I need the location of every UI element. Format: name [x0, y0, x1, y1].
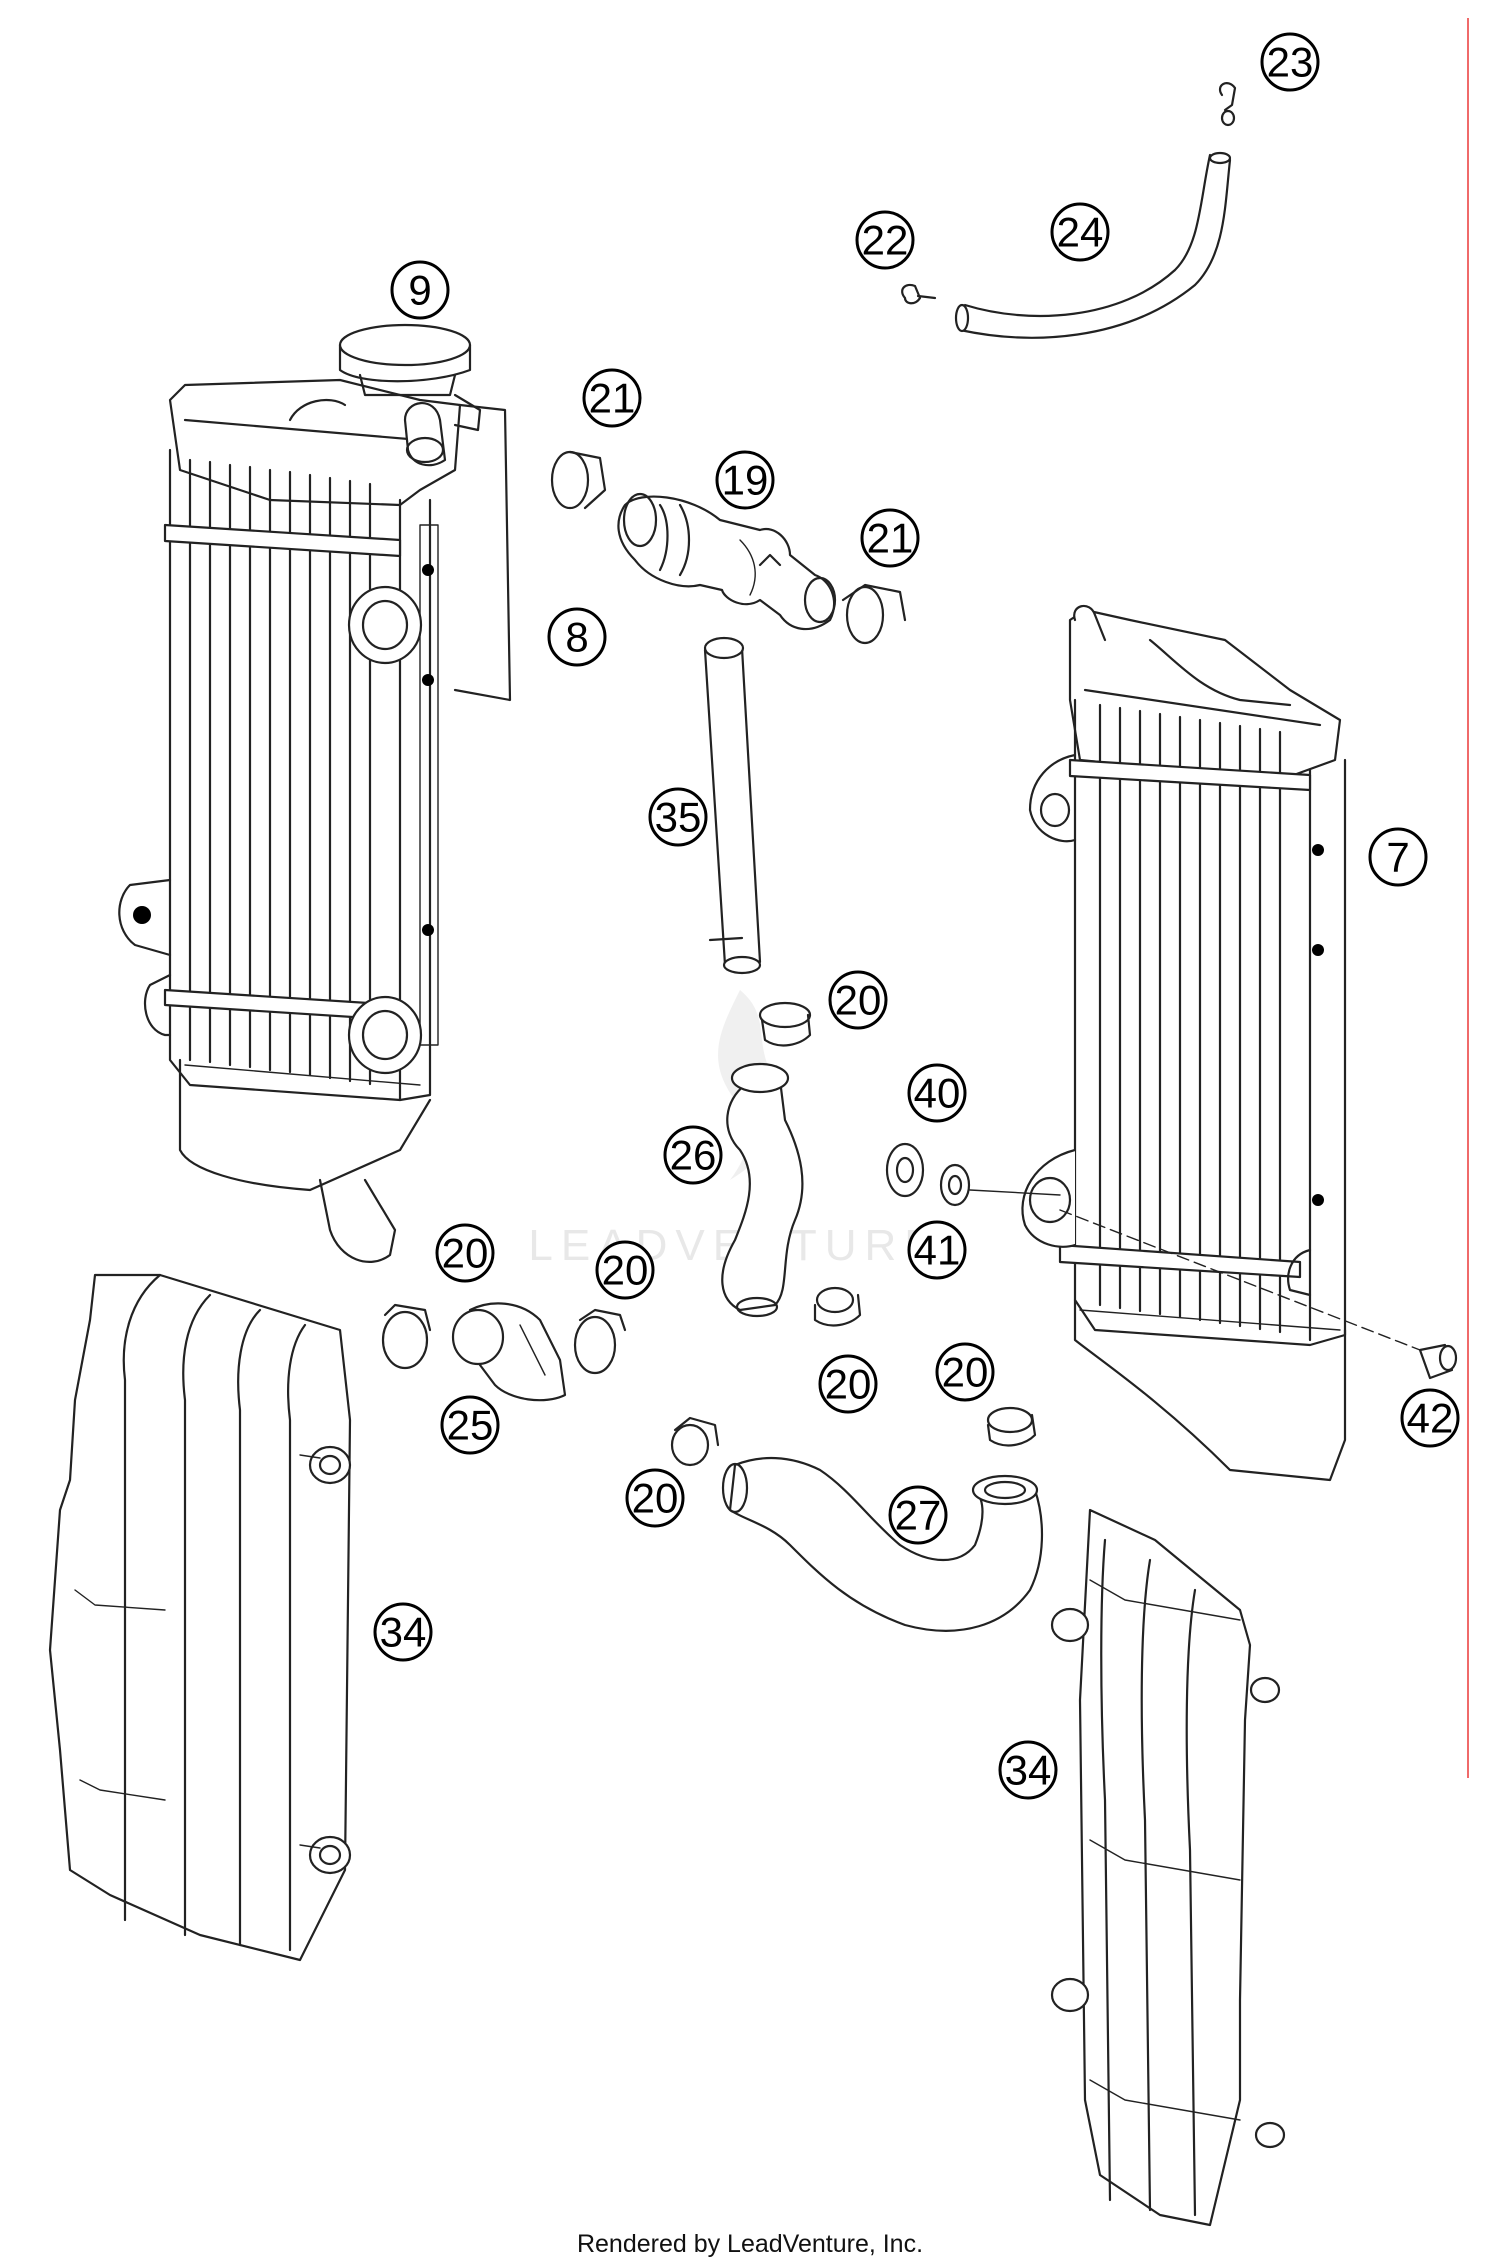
page-border-line	[1467, 18, 1469, 1778]
callout-25: 25	[440, 1395, 500, 1455]
svg-text:21: 21	[867, 515, 914, 562]
svg-text:42: 42	[1407, 1395, 1454, 1442]
clip-23	[1218, 82, 1237, 127]
hose-25	[451, 1302, 567, 1402]
svg-text:20: 20	[835, 977, 882, 1024]
svg-text:35: 35	[655, 794, 702, 841]
hose-connector-19	[617, 492, 837, 631]
svg-text:40: 40	[914, 1070, 961, 1117]
callout-7: 7	[1368, 827, 1428, 887]
callout-35: 35	[648, 787, 708, 847]
grommet-40	[885, 1142, 925, 1198]
svg-text:19: 19	[722, 457, 769, 504]
callout-22: 22	[855, 210, 915, 270]
svg-text:7: 7	[1386, 834, 1409, 881]
callout-40: 40	[907, 1063, 967, 1123]
svg-text:34: 34	[380, 1609, 427, 1656]
radiator-hose-27	[721, 1457, 1044, 1632]
callout-19: 19	[715, 450, 775, 510]
callout-21-lower: 21	[860, 508, 920, 568]
hose-clamp-20-c	[573, 1308, 627, 1375]
svg-text:27: 27	[895, 1492, 942, 1539]
svg-text:20: 20	[632, 1475, 679, 1522]
callout-20-f: 20	[625, 1468, 685, 1528]
callout-20-c: 20	[595, 1240, 655, 1300]
callout-34-right: 34	[998, 1740, 1058, 1800]
hose-clamp-20-a	[758, 1001, 812, 1047]
left-radiator	[118, 378, 512, 1263]
callout-26: 26	[663, 1125, 723, 1185]
callout-24: 24	[1050, 202, 1110, 262]
callout-20-b: 20	[435, 1223, 495, 1283]
callout-9: 9	[390, 260, 450, 320]
svg-text:24: 24	[1057, 209, 1104, 256]
svg-text:41: 41	[914, 1227, 961, 1274]
washer-41	[939, 1163, 1061, 1207]
svg-text:34: 34	[1005, 1747, 1052, 1794]
hose-clamp-20-f	[670, 1416, 720, 1467]
callout-21-upper: 21	[582, 368, 642, 428]
overflow-hose	[954, 151, 1232, 339]
right-radiator-shroud	[1050, 1508, 1286, 2227]
radiator-hose-26	[721, 1062, 804, 1318]
callout-20-a: 20	[828, 970, 888, 1030]
callout-20-d: 20	[818, 1354, 878, 1414]
svg-text:26: 26	[670, 1132, 717, 1179]
callout-42: 42	[1400, 1388, 1460, 1448]
callout-34-left: 34	[373, 1602, 433, 1662]
svg-text:9: 9	[408, 267, 431, 314]
hose-clamp-20-d	[813, 1286, 862, 1327]
connecting-tube-35	[703, 636, 762, 975]
callout-41: 41	[907, 1220, 967, 1280]
callout-27: 27	[888, 1485, 948, 1545]
svg-text:8: 8	[565, 614, 588, 661]
hose-clamp-20-e	[986, 1406, 1037, 1447]
left-radiator-shroud	[48, 1273, 352, 1962]
right-radiator	[1021, 604, 1347, 1482]
svg-text:21: 21	[589, 375, 636, 422]
svg-text:20: 20	[942, 1349, 989, 1396]
hose-clamp-21-upper	[550, 450, 607, 510]
svg-text:20: 20	[442, 1230, 489, 1277]
clip-22	[901, 283, 937, 305]
radiator-cap	[338, 323, 482, 432]
svg-text:22: 22	[862, 217, 909, 264]
svg-text:20: 20	[825, 1361, 872, 1408]
svg-text:23: 23	[1267, 39, 1314, 86]
callout-8: 8	[547, 607, 607, 667]
hose-clamp-20-b	[381, 1303, 432, 1370]
callout-23: 23	[1260, 32, 1320, 92]
callout-20-e: 20	[935, 1342, 995, 1402]
render-credit-footer: Rendered by LeadVenture, Inc.	[576, 2230, 924, 2258]
bolt-42	[1059, 1209, 1458, 1380]
svg-text:25: 25	[447, 1402, 494, 1449]
hose-clamp-21-lower	[841, 583, 907, 645]
svg-text:20: 20	[602, 1247, 649, 1294]
